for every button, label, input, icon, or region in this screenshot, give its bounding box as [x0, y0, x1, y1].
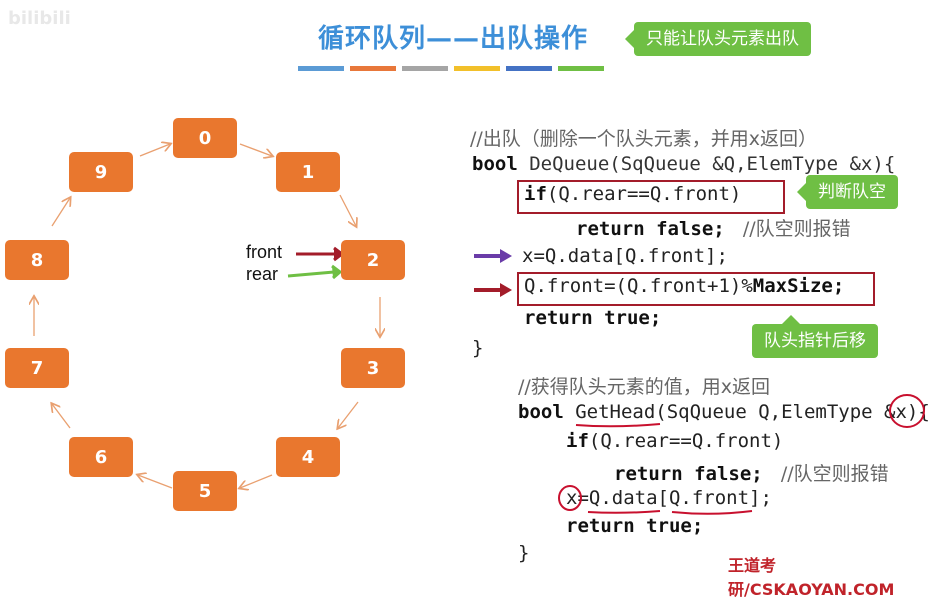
dequeue-close-brace: }	[472, 337, 484, 359]
dequeue-return-false: return false; //队空则报错	[576, 214, 851, 241]
underline-front	[671, 510, 753, 515]
bilibili-logo: bilibili	[8, 8, 71, 29]
ring-arrow	[338, 401, 359, 428]
gethead-return-true: return true;	[566, 515, 703, 537]
underline-gethead	[575, 423, 661, 428]
gethead-assign-line: x=Q.data[Q.front];	[566, 487, 772, 509]
keyword: if	[566, 430, 589, 452]
ring-arrow	[51, 198, 70, 227]
title-callout: 只能让队头元素出队	[625, 22, 811, 56]
color-bar-strip	[298, 66, 604, 71]
keyword: return false;	[614, 463, 763, 485]
ring-arrow	[139, 144, 170, 157]
queue-slot-2: 2	[341, 240, 405, 280]
keyword: bool	[472, 153, 518, 175]
gethead-if-line: if(Q.rear==Q.front)	[566, 430, 783, 452]
code-comment: //队空则报错	[762, 463, 889, 485]
keyword: return true;	[566, 515, 704, 537]
pen-annotations	[558, 394, 925, 515]
gethead-signature: bool GetHead(SqQueue Q,ElemType &x){	[518, 401, 930, 423]
rear-pointer-arrowhead	[331, 264, 343, 280]
circle-ref-x	[889, 394, 925, 428]
queue-slot-0: 0	[173, 118, 237, 158]
color-bar	[402, 66, 448, 71]
purple-arrowhead	[500, 249, 512, 263]
color-bar	[506, 66, 552, 71]
gethead-comment: //获得队头元素的值，用x返回	[518, 376, 771, 398]
queue-slot-6: 6	[69, 437, 133, 477]
front-label: front	[246, 242, 283, 262]
code-text: GetHead(SqQueue Q,ElemType &x){	[563, 401, 930, 423]
underline-data	[587, 510, 661, 514]
queue-slot-8: 8	[5, 240, 69, 280]
queue-slot-7: 7	[5, 348, 69, 388]
code-text: (Q.rear==Q.front)	[546, 183, 742, 205]
keyword: return false;	[576, 218, 725, 240]
gethead-close-brace: }	[518, 542, 530, 564]
rear-label: rear	[246, 264, 279, 284]
highlight-box-empty-check	[517, 180, 785, 214]
keyword: return true;	[524, 307, 662, 329]
color-bar	[558, 66, 604, 71]
ring-arrows	[0, 100, 430, 530]
dequeue-assign-line: x=Q.data[Q.front];	[522, 245, 728, 267]
color-bar	[298, 66, 344, 71]
keyword: if	[524, 183, 547, 205]
ring-arrow	[339, 194, 356, 226]
queue-slot-1: 1	[276, 152, 340, 192]
page-title: 循环队列——出队操作	[318, 24, 589, 54]
empty-check-callout: 判断队空	[797, 175, 898, 209]
ring-arrow	[138, 475, 173, 489]
red-arrowhead	[500, 283, 512, 297]
move-front-callout: 队头指针后移	[752, 315, 878, 358]
queue-slot-5: 5	[173, 471, 237, 511]
gethead-return-false: return false; //队空则报错	[614, 459, 889, 486]
color-bar	[454, 66, 500, 71]
code-pointer-arrows	[474, 249, 512, 297]
watermark: 王道考研/CSKAOYAN.COM	[728, 556, 895, 599]
ring-arrow	[239, 143, 272, 156]
circular-queue-diagram: 0 1 2 3 4 5 6 7 8 9 front rear	[0, 100, 430, 530]
color-bar	[350, 66, 396, 71]
dequeue-front-update: Q.front=(Q.front+1)%MaxSize;	[524, 275, 844, 297]
keyword: bool	[518, 401, 564, 423]
dequeue-return-true: return true;	[524, 307, 661, 329]
circle-x	[558, 485, 582, 511]
ring-arrow	[240, 474, 273, 488]
dequeue-comment: //出队（删除一个队头元素，并用x返回）	[470, 128, 818, 150]
dequeue-signature: bool DeQueue(SqQueue &Q,ElemType &x){	[472, 153, 895, 175]
queue-slot-9: 9	[69, 152, 133, 192]
code-text: DeQueue(SqQueue &Q,ElemType &x){	[517, 153, 896, 175]
ring-arrow	[52, 404, 71, 429]
keyword: MaxSize;	[752, 275, 845, 297]
dequeue-if-line: if(Q.rear==Q.front)	[524, 183, 741, 205]
code-text: Q.front=(Q.front+1)%	[524, 275, 753, 297]
highlight-box-front-move	[517, 272, 875, 306]
rear-pointer-arrow	[287, 270, 335, 278]
queue-slot-4: 4	[276, 437, 340, 477]
code-text: (Q.rear==Q.front)	[588, 430, 784, 452]
code-comment: //队空则报错	[724, 218, 851, 240]
queue-slot-3: 3	[341, 348, 405, 388]
